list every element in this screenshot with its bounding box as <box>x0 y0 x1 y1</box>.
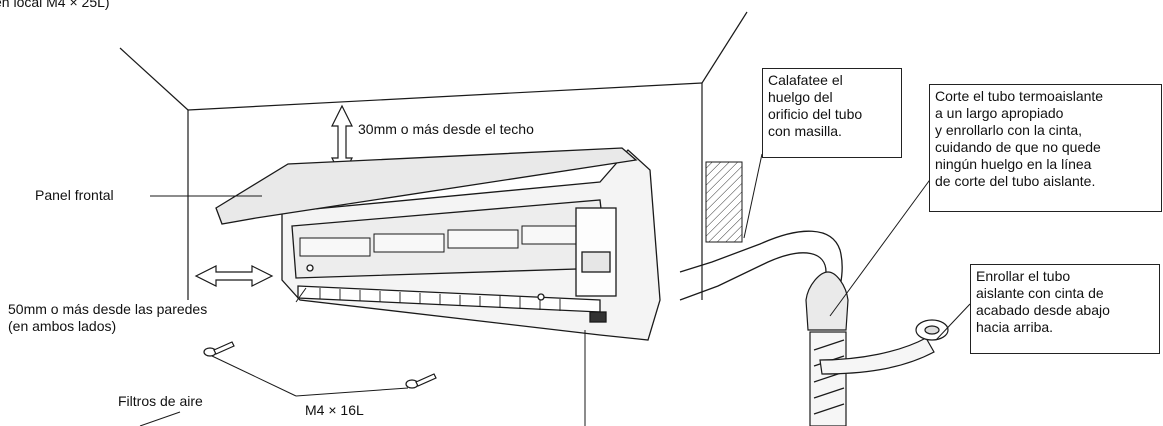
ceiling-clearance-label: 30mm o más desde el techo <box>358 121 534 137</box>
wall-clearance-label-1: 50mm o más desde las paredes <box>8 301 208 317</box>
indoor-unit <box>281 149 661 341</box>
front-panel <box>215 147 638 225</box>
wall-hole-hatch <box>705 161 743 243</box>
header-fragment: en local M4 × 25L) <box>0 0 110 10</box>
air-filters-label: Filtros de aire <box>118 393 203 409</box>
callout-wrap-insulation: Enrollar el tubo aislante con cinta de a… <box>970 264 1160 354</box>
tape-roll <box>819 319 949 375</box>
screw-size-label: M4 × 16L <box>305 402 364 418</box>
front-panel-label: Panel frontal <box>35 187 114 203</box>
louvers <box>299 225 593 257</box>
room-walls <box>119 11 748 300</box>
callout-cut-insulation: Corte el tubo termoaislante a un largo a… <box>929 84 1162 212</box>
screws <box>203 341 437 389</box>
vertical-pipe <box>805 271 849 426</box>
wall-clearance-label-2: (en ambos lados) <box>8 318 117 334</box>
callout-caulk: Calafatee el huelgo del orificio del tub… <box>762 68 902 158</box>
wall-clearance-arrow <box>194 265 274 287</box>
ceiling-clearance-arrow <box>331 104 353 180</box>
leader-lines <box>139 153 971 426</box>
